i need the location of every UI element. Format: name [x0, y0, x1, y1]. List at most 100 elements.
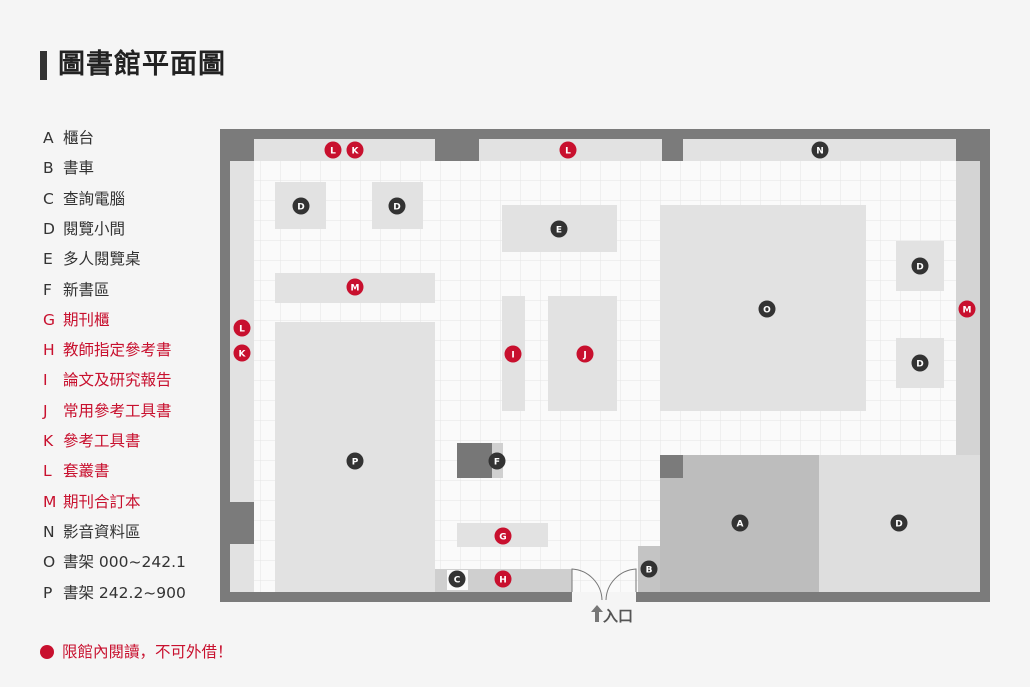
- marker-circle: [559, 141, 577, 159]
- zone-F-dark: [457, 443, 492, 478]
- legend-label: 書架 000~242.1: [63, 553, 186, 572]
- marker-label: C: [454, 575, 461, 585]
- marker-label: G: [499, 532, 506, 542]
- marker-label: D: [895, 519, 902, 529]
- marker-circle: [958, 300, 976, 318]
- marker-label: D: [297, 202, 304, 212]
- arrow-up-icon: [591, 605, 603, 622]
- marker-label: D: [916, 262, 923, 272]
- marker-circle: [346, 141, 364, 159]
- note: 限館內閱讀，不可外借！: [40, 642, 233, 662]
- legend-code: H: [43, 341, 55, 360]
- legend-item-l: L 套叢書: [43, 461, 110, 481]
- legend-code: O: [43, 553, 56, 572]
- marker-circle: [890, 514, 908, 532]
- marker-label: L: [239, 324, 245, 334]
- legend-code: L: [43, 462, 52, 481]
- wall-block: [956, 139, 980, 161]
- legend-code: F: [43, 280, 52, 299]
- marker-circle: [494, 570, 512, 588]
- legend-label: 教師指定參考書: [63, 341, 172, 360]
- marker-m: M: [958, 300, 976, 318]
- legend-label: 論文及研究報告: [63, 371, 172, 390]
- legend-item-c: C 查詢電腦: [43, 189, 125, 209]
- legend-label: 參考工具書: [63, 432, 141, 450]
- legend-code: E: [43, 250, 53, 269]
- marker-circle: [731, 514, 749, 532]
- legend-code: B: [43, 159, 54, 178]
- legend-code: K: [43, 432, 54, 450]
- legend-code: C: [43, 189, 54, 208]
- title-accent-bar: [40, 51, 47, 80]
- legend-label: 書車: [63, 159, 95, 178]
- legend-item-e: E 多人閱覽桌: [43, 249, 141, 269]
- legend-code: G: [43, 310, 56, 329]
- marker-label: J: [582, 350, 586, 360]
- marker-e: E: [550, 220, 568, 238]
- marker-circle: [911, 354, 929, 372]
- legend-item-h: H 教師指定參考書: [43, 340, 172, 360]
- wall-block: [230, 502, 254, 544]
- marker-label: A: [737, 519, 744, 529]
- marker-c: C: [448, 570, 466, 588]
- legend-label: 查詢電腦: [63, 189, 126, 208]
- marker-l: L: [233, 319, 251, 337]
- legend-label: 閱覽小間: [63, 219, 126, 238]
- legend-label: 套叢書: [63, 462, 110, 481]
- legend-label: 多人閱覽桌: [63, 250, 141, 269]
- marker-circle: [911, 257, 929, 275]
- marker-d: D: [388, 197, 406, 215]
- marker-k: K: [233, 344, 251, 362]
- door-swing-left: [571, 568, 603, 601]
- shelf-L-K-top: [254, 139, 435, 161]
- legend-item-b: B 書車: [43, 158, 94, 178]
- marker-l: L: [559, 141, 577, 159]
- marker-label: O: [763, 305, 771, 315]
- marker-circle: [576, 345, 594, 363]
- marker-label: E: [556, 225, 562, 235]
- marker-circle: [758, 300, 776, 318]
- marker-circle: [292, 197, 310, 215]
- legend-label: 櫃台: [63, 129, 95, 147]
- marker-h: H: [494, 570, 512, 588]
- marker-label: D: [393, 202, 400, 212]
- legend-item-o: O 書架 000~242.1: [43, 552, 186, 572]
- legend-item-g: G 期刊櫃: [43, 310, 110, 330]
- marker-circle: [811, 141, 829, 159]
- marker-circle: [448, 570, 466, 588]
- legend-code: J: [43, 401, 48, 420]
- zone-A-top: [683, 455, 819, 478]
- legend-code: M: [43, 492, 57, 511]
- marker-label: B: [646, 565, 653, 575]
- marker-j: J: [576, 345, 594, 363]
- marker-g: G: [494, 527, 512, 545]
- title-text: 圖書館平面圖: [58, 49, 226, 80]
- marker-circle: [346, 452, 364, 470]
- marker-circle: [233, 319, 251, 337]
- legend-item-m: M 期刊合訂本: [43, 492, 141, 512]
- legend-label: 期刊合訂本: [63, 492, 141, 511]
- legend-label: 期刊櫃: [63, 310, 110, 329]
- marker-circle: [324, 141, 342, 159]
- marker-m: M: [346, 278, 364, 296]
- marker-p: P: [346, 452, 364, 470]
- marker-label: I: [511, 350, 514, 360]
- entrance-label: 入口: [603, 607, 633, 625]
- legend-item-k: K 參考工具書: [43, 431, 141, 451]
- marker-k: K: [346, 141, 364, 159]
- restricted-dot-icon: [40, 645, 54, 659]
- marker-d: D: [911, 354, 929, 372]
- legend-code: N: [43, 522, 55, 541]
- marker-l: L: [324, 141, 342, 159]
- marker-o: O: [758, 300, 776, 318]
- marker-circle: [640, 560, 658, 578]
- marker-circle: [346, 278, 364, 296]
- wall-block: [660, 455, 683, 478]
- zone-A: [660, 478, 819, 592]
